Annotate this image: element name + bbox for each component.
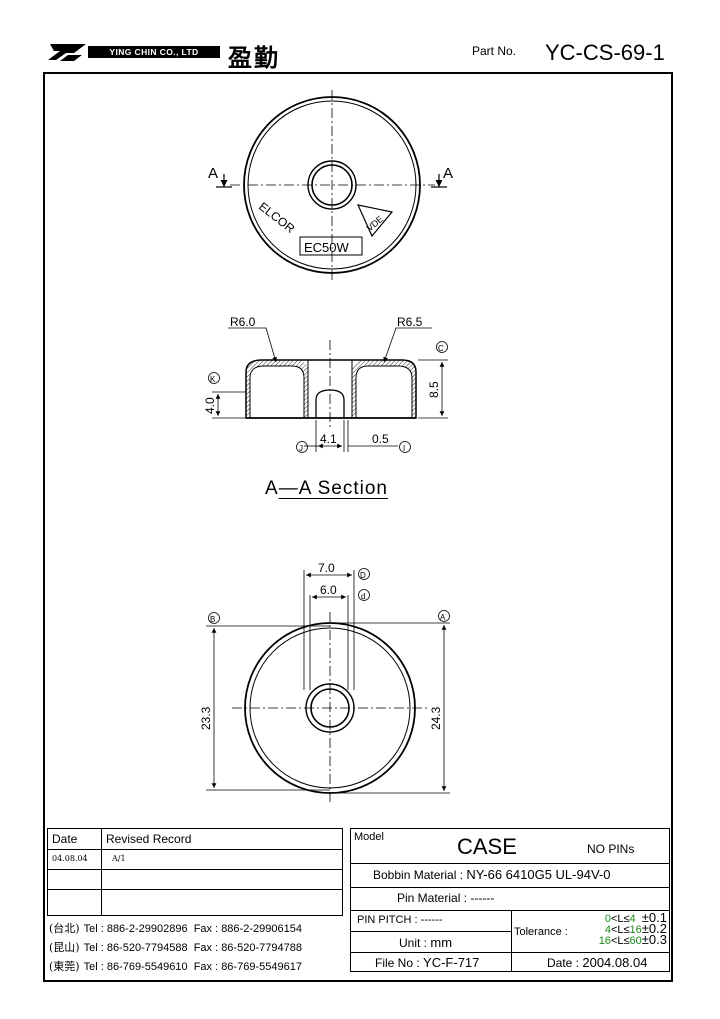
dim-wall: 0.5 xyxy=(372,432,389,446)
rev-row-date: 04.08.04 xyxy=(48,850,102,869)
bottom-view xyxy=(206,570,450,805)
date: Date : 2004.08.04 xyxy=(547,955,648,970)
tolerance-label: Tolerance : xyxy=(514,926,568,938)
marker-d-upper: D xyxy=(360,571,366,580)
model-block: Model CASE NO PINs Bobbin Material : NY-… xyxy=(350,828,670,972)
tolerance-row: 4<L≤16±0.2 xyxy=(604,921,667,936)
dim-width-center: 4.1 xyxy=(320,432,337,446)
marker-c: C xyxy=(438,344,444,353)
model-value: CASE xyxy=(457,834,517,859)
rev-row-date xyxy=(48,870,102,889)
top-view xyxy=(216,90,447,282)
dim-left-dia: 23.3 xyxy=(199,706,213,730)
section-view xyxy=(212,327,448,452)
pin-material: Pin Material : ------ xyxy=(397,891,495,905)
section-title: A—A Section xyxy=(265,478,388,499)
contact-line: (台北)Tel : 886-2-29902896 Fax : 886-2-299… xyxy=(49,922,302,935)
company-chinese-name: 盈勤 xyxy=(228,43,280,72)
model-box-text: EC50W xyxy=(304,240,350,255)
dim-r-right: R6.5 xyxy=(397,315,423,329)
dim-r-left: R6.0 xyxy=(230,315,256,329)
vde-mark: VDE xyxy=(365,214,386,234)
logo-text: ELCOR xyxy=(256,199,297,236)
cut-marker-right: A xyxy=(443,165,453,182)
pins-value: NO PINs xyxy=(587,842,635,856)
marker-i: I xyxy=(403,444,405,453)
marker-k: K xyxy=(210,375,216,384)
pin-pitch: PIN PITCH : ------ xyxy=(357,914,443,926)
dim-right-dia: 24.3 xyxy=(429,706,443,730)
rev-row-record: A/1 xyxy=(112,854,126,863)
drawing-frame xyxy=(43,72,673,982)
marker-b: B xyxy=(210,615,215,624)
model-label: Model xyxy=(354,831,384,843)
cut-marker-left: A xyxy=(208,165,218,182)
dim-height-right: 8.5 xyxy=(427,381,441,398)
rev-row-date xyxy=(48,890,102,916)
company-logo xyxy=(48,44,86,61)
contact-line: (昆山)Tel : 86-520-7794588 Fax : 86-520-77… xyxy=(49,941,302,954)
dim-top-outer: 7.0 xyxy=(318,561,335,575)
part-no-label: Part No. xyxy=(472,44,517,58)
contact-line: (東莞)Tel : 86-769-5549610 Fax : 86-769-55… xyxy=(49,960,302,973)
revision-table: Date Revised Record 04.08.04 A/1 xyxy=(47,828,343,916)
rev-header-date: Date xyxy=(48,829,102,849)
part-no-value: YC-CS-69-1 xyxy=(545,40,665,65)
rev-row-record xyxy=(102,870,342,889)
dim-height-left: 4.0 xyxy=(203,397,217,414)
marker-a: A xyxy=(440,613,446,622)
dim-top-inner: 6.0 xyxy=(320,583,337,597)
company-name: YING CHIN CO., LTD xyxy=(88,46,220,58)
rev-row-record xyxy=(102,890,342,916)
tolerance-row: 16<L≤60±0.3 xyxy=(598,932,667,947)
marker-d-lower: d xyxy=(361,592,365,601)
rev-header-record: Revised Record xyxy=(106,832,192,846)
marker-j: J xyxy=(299,444,303,453)
unit: Unit : mm xyxy=(399,935,453,950)
file-no: File No : YC-F-717 xyxy=(375,955,480,970)
bobbin-material: Bobbin Material : NY-66 6410G5 UL-94V-0 xyxy=(373,867,611,882)
tolerance-row: 0<L≤4 ±0.1 xyxy=(604,910,667,925)
